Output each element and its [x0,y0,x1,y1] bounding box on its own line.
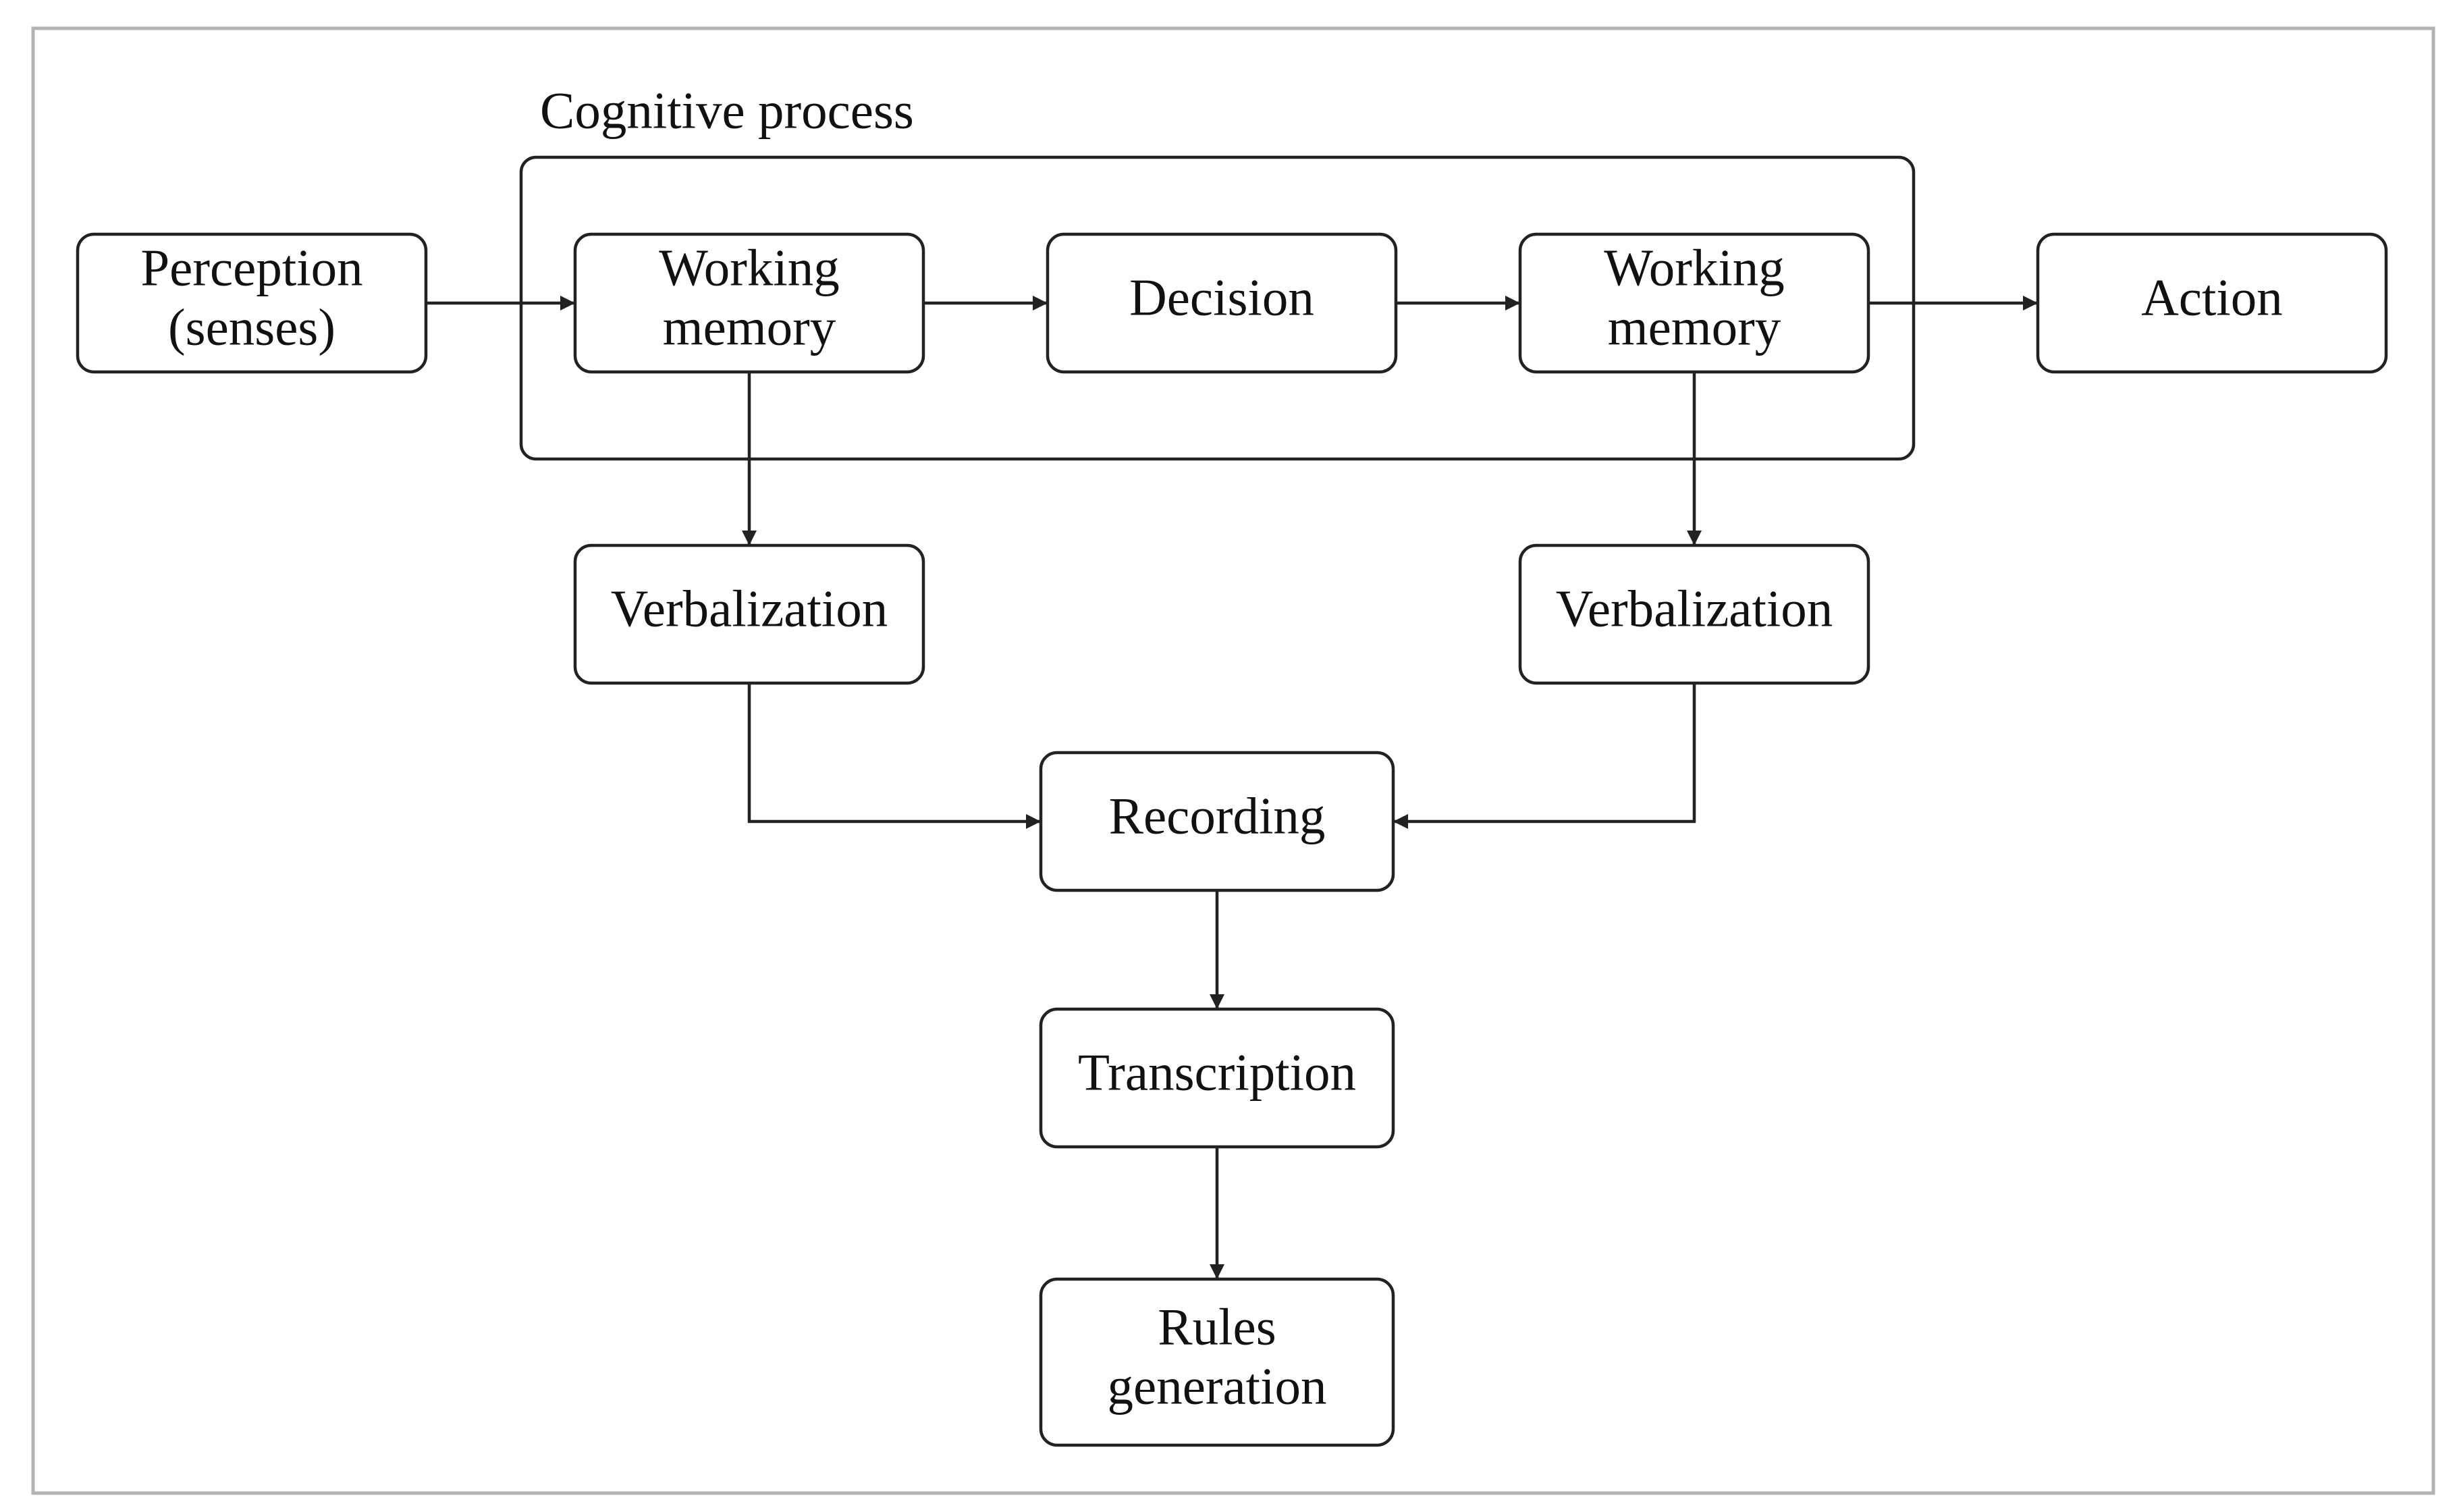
node-label-rules-line-2: generation [1108,1357,1327,1415]
cognitive-process-group [519,155,1916,461]
node-label-verb1-line-1: Verbalization [611,580,888,638]
node-box-action [2036,232,2388,374]
node-box-wm1 [573,232,925,374]
node-verb2: Verbalization [1518,543,1870,685]
node-label-wm2-line-2: memory [1608,298,1781,356]
node-label-recording-line-1: Recording [1109,787,1326,845]
node-label-rules-line-1: Rules [1158,1298,1276,1356]
node-transcription: Transcription [1039,1007,1395,1149]
node-label-wm1-line-1: Working [659,239,840,297]
node-label-perception-line-2: (senses) [168,298,335,356]
node-box-verb1 [573,543,925,685]
node-label-perception-line-1: Perception [140,239,362,297]
arrow-verb2-to-recording [1393,683,1696,829]
node-decision: Decision [1046,232,1398,374]
node-label-wm2-line-1: Working [1604,239,1785,297]
node-recording: Recording [1039,751,1395,892]
node-box-perception [76,232,428,374]
node-box-rules [1039,1277,1395,1447]
node-box-verb2 [1518,543,1870,685]
node-verb1: Verbalization [573,543,925,685]
node-box-transcription [1039,1007,1395,1149]
node-perception: Perception(senses) [76,232,428,374]
node-label-action-line-1: Action [2141,269,2283,327]
node-box-recording [1039,751,1395,892]
node-box-wm2 [1518,232,1870,374]
node-box-decision [1046,232,1398,374]
node-label-verb2-line-1: Verbalization [1556,580,1833,638]
node-label-wm1-line-2: memory [663,298,836,356]
node-label-transcription-line-1: Transcription [1078,1044,1356,1102]
node-action: Action [2036,232,2388,374]
arrow-verb1-to-recording [747,683,1041,829]
node-label-decision-line-1: Decision [1129,269,1314,327]
cognitive-process-label: Cognitive process [540,82,914,140]
